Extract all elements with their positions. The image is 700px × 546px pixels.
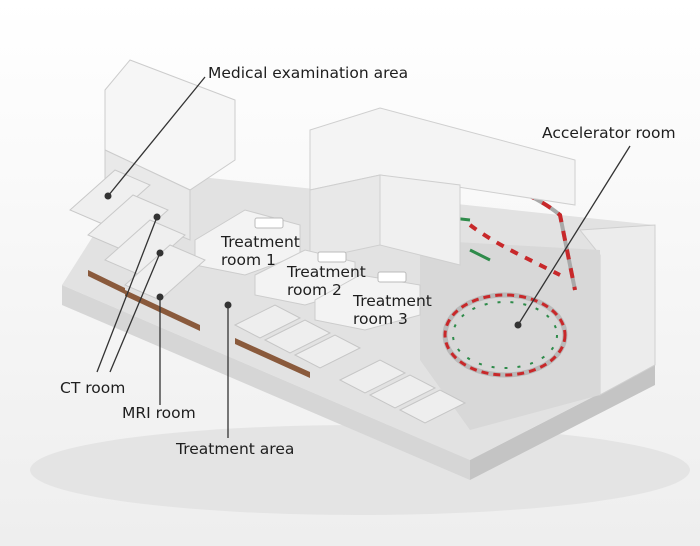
label-treatment-area: Treatment area [176, 440, 295, 458]
base-front-right [470, 365, 655, 480]
synchrotron-ring [442, 292, 568, 378]
gantry-wall-2 [379, 174, 461, 266]
marker-dots [104, 192, 522, 329]
treatment-couches [254, 217, 407, 283]
base-front-left [62, 285, 470, 480]
leader-lines [96, 76, 631, 438]
ground-shadow [30, 425, 690, 515]
accelerator-floor [420, 240, 600, 430]
front-row-rooms [233, 304, 467, 424]
label-treatment-room-3: Treatment room 3 [353, 292, 432, 328]
label-mri-room: MRI room [122, 404, 196, 422]
label-medical-examination-area: Medical examination area [208, 64, 409, 82]
label-treatment-room-2: Treatment room 2 [287, 263, 366, 299]
label-ct-room: CT room [60, 379, 126, 397]
label-accelerator-room: Accelerator room [542, 124, 676, 142]
gantry-wall-1 [309, 174, 381, 261]
wood-panels [88, 270, 310, 378]
label-treatment-room-1: Treatment room 1 [221, 233, 300, 269]
